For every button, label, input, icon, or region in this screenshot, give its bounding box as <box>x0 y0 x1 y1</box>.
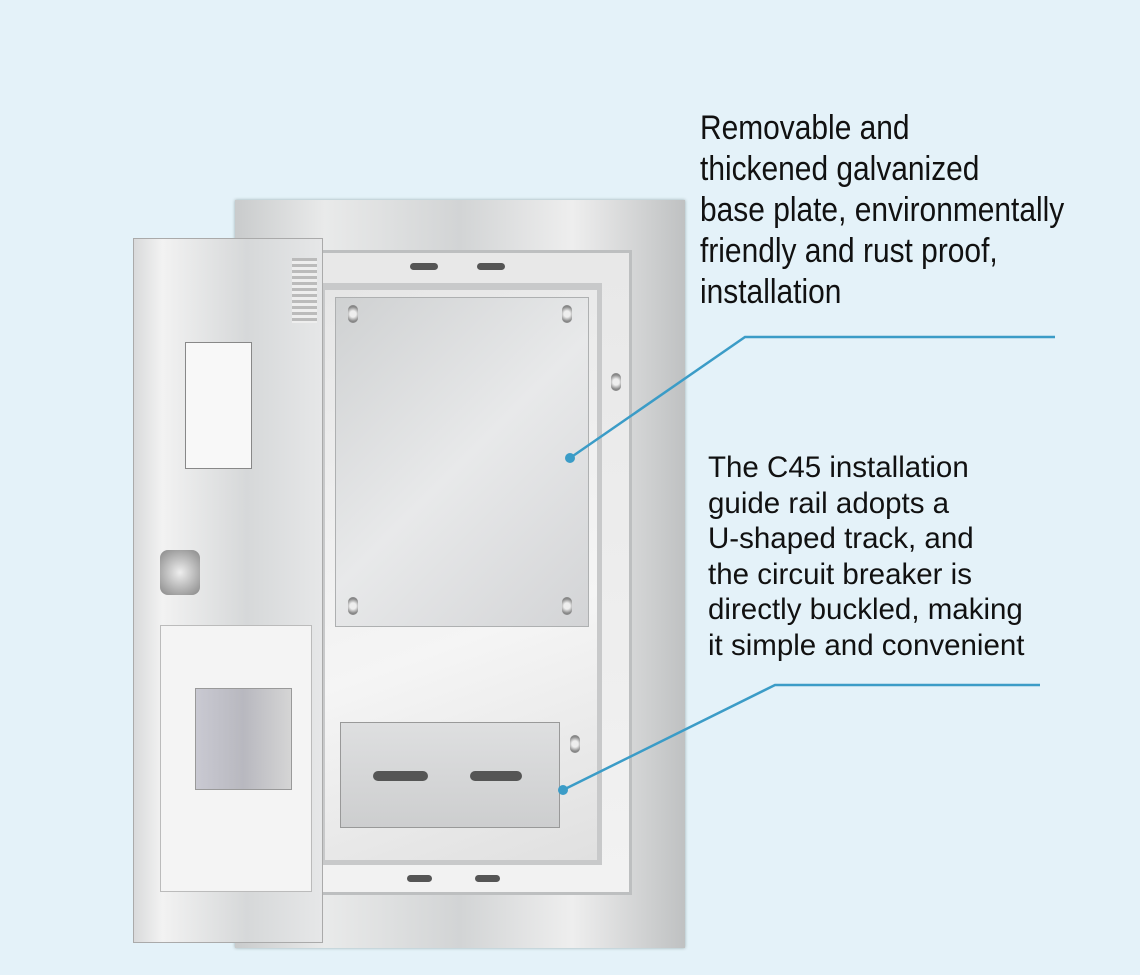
callout-line: base plate, environmentally <box>700 191 1065 229</box>
top-slot <box>477 263 505 270</box>
screw <box>611 373 621 391</box>
galvanized-base-plate <box>335 297 589 627</box>
leader-dot-base-plate <box>565 453 575 463</box>
top-slot <box>410 263 438 270</box>
callout-line: the circuit breaker is <box>708 557 972 591</box>
callout-line: U-shaped track, and <box>708 522 974 555</box>
leader-line-guide-rail <box>562 683 1040 792</box>
callout-guide-rail: The C45 installation guide rail adopts a… <box>708 450 1025 663</box>
callout-line: directly buckled, making <box>708 593 1023 626</box>
screw <box>348 597 358 615</box>
bottom-slot <box>475 875 500 882</box>
screw <box>570 735 580 753</box>
breaker-window <box>195 688 292 790</box>
callout-line: installation <box>700 273 842 311</box>
leader-dot-guide-rail <box>558 785 568 795</box>
callout-line: friendly and rust proof, <box>700 232 998 270</box>
callout-line: thickened galvanized <box>700 150 980 188</box>
screw <box>562 597 572 615</box>
rail-slot <box>373 771 428 781</box>
callout-line: The C45 installation <box>708 451 969 484</box>
rail-slot <box>470 771 522 781</box>
screw <box>562 305 572 323</box>
callout-line: it simple and convenient <box>708 628 1025 662</box>
door-lock <box>160 550 200 595</box>
leader-line-base-plate <box>569 335 1055 460</box>
hinge <box>292 258 317 323</box>
bottom-slot <box>407 875 432 882</box>
callout-line: Removable and <box>700 109 910 147</box>
callout-line: guide rail adopts a <box>708 486 950 520</box>
callout-base-plate: Removable and thickened galvanized base … <box>700 108 1064 313</box>
screw <box>348 305 358 323</box>
meter-window <box>185 342 252 469</box>
